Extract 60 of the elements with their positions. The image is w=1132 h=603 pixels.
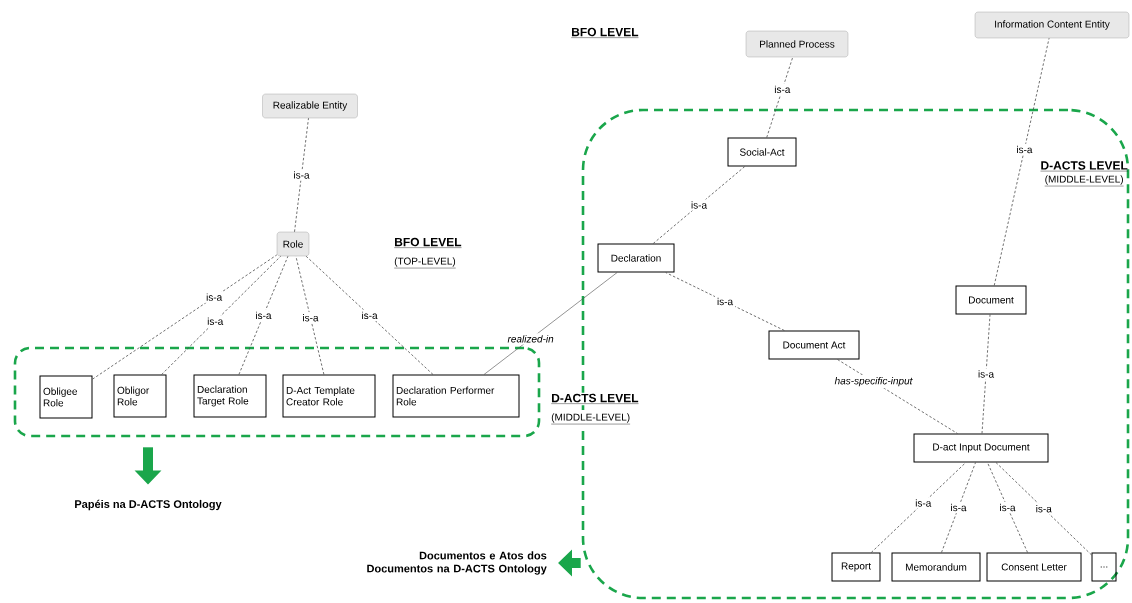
class-box: Consent Letter [986, 552, 1082, 582]
edge-label: is-a [1014, 143, 1035, 156]
level-heading: (TOP-LEVEL) [393, 256, 457, 270]
connector-line [305, 255, 434, 375]
class-box: Document Act [768, 330, 860, 360]
class-box: Memorandum [891, 552, 981, 582]
edge-label: is-a [772, 83, 793, 95]
edge-label: is-a [688, 199, 710, 211]
edge-label: is-a [291, 169, 312, 181]
connector-line [294, 117, 309, 233]
connector-line [995, 462, 1092, 556]
connector-line [870, 462, 967, 553]
connector-line [766, 56, 794, 138]
class-box: Obligee Role [39, 375, 93, 419]
connector-line [665, 272, 785, 331]
connector-line [295, 255, 325, 375]
class-box: Role [276, 231, 310, 257]
edge-label: is-a [714, 295, 736, 308]
level-heading: (MIDDLE-LEVEL) [550, 412, 632, 426]
connector-line [161, 255, 282, 375]
class-box: Declaration Target Role [193, 374, 267, 418]
class-box: Report [831, 552, 881, 582]
class-box: Information Content Entity [974, 11, 1130, 39]
edge-label: realized-in [505, 333, 556, 345]
class-box: Declaration Performer Role [392, 374, 520, 418]
caption: Papéis na D-ACTS Ontology [75, 499, 222, 511]
connector-line [987, 462, 1028, 553]
edge-label: is-a [948, 501, 969, 514]
connector-line [941, 462, 976, 553]
connector-line [238, 255, 289, 375]
class-box: Document [955, 285, 1027, 315]
edge-label: is-a [1033, 503, 1054, 515]
edge-label: is-a [204, 291, 225, 303]
edge-label: is-a [253, 309, 274, 322]
edge-label: is-a [359, 309, 380, 322]
edge-label: is-a [300, 312, 321, 324]
class-box: Realizable Entity [262, 93, 358, 119]
class-box: Obligor Role [113, 374, 167, 418]
connector-line [837, 359, 958, 434]
edge-label: is-a [997, 501, 1018, 514]
level-heading: BFO LEVEL [393, 236, 463, 250]
class-box: Social-Act [727, 137, 797, 167]
connector-line [92, 254, 278, 380]
connector-line [981, 314, 991, 434]
class-box: Planned Process [745, 30, 849, 58]
edge-label: is-a [975, 368, 997, 380]
class-box: Declaration [597, 243, 675, 273]
caption: Documentos e Atos dos Documentos na D-ACTS Ontology [367, 551, 547, 575]
connector-line [483, 272, 618, 375]
level-heading: D-ACTS LEVEL [550, 392, 640, 406]
class-box: D-Act Template Creator Role [282, 374, 376, 418]
edge-label: is-a [205, 315, 226, 327]
connector-line [652, 166, 746, 244]
class-box: D-act Input Document [913, 433, 1049, 463]
edge-label: is-a [913, 497, 934, 509]
connector-line [993, 37, 1050, 286]
level-heading: BFO LEVEL [570, 26, 640, 40]
edge-label: has-specific-input [832, 375, 915, 389]
class-box: ... [1091, 552, 1117, 582]
level-heading: D-ACTS LEVEL (MIDDLE-LEVEL) [1040, 161, 1128, 187]
